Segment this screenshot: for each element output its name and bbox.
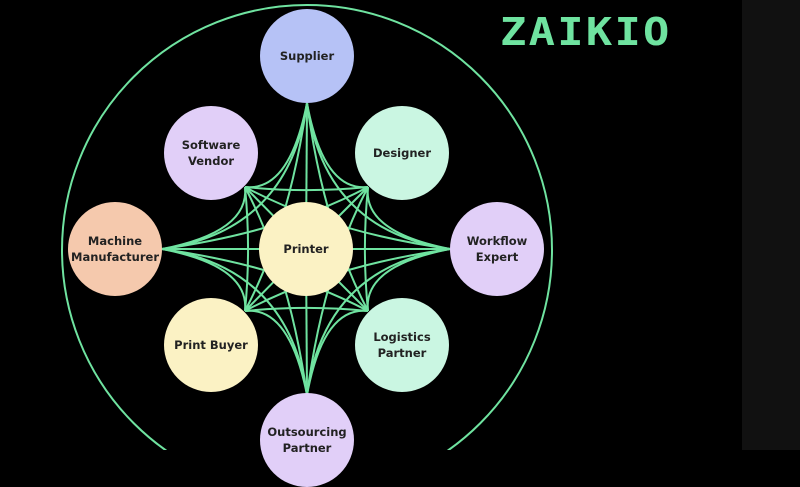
node-label: Software Vendor — [181, 138, 241, 168]
node-label: Workflow Expert — [466, 234, 528, 264]
connection-curve — [161, 248, 308, 396]
node-outsourcing-partner: Outsourcing Partner — [260, 393, 354, 487]
node-label: Logistics Partner — [373, 330, 431, 360]
connection-curve — [363, 186, 369, 312]
node-workflow-expert: Workflow Expert — [450, 202, 544, 296]
node-designer: Designer — [355, 106, 449, 200]
node-label: Print Buyer — [174, 338, 248, 352]
node-label: Printer — [283, 242, 329, 256]
node-label: Designer — [372, 146, 432, 160]
outer-ring — [61, 4, 553, 450]
connection-curve — [244, 186, 369, 192]
node-logistics-partner: Logistics Partner — [355, 298, 449, 392]
node-label: Supplier — [279, 49, 335, 63]
zaikio-logo: ZAIKIO — [500, 10, 672, 54]
connection-curve — [244, 306, 369, 312]
connection-curve — [161, 102, 308, 250]
node-software-vendor: Software Vendor — [164, 106, 258, 200]
node-printer: Printer — [259, 202, 353, 296]
node-supplier: Supplier — [260, 9, 354, 103]
side-panel — [742, 0, 800, 450]
node-print-buyer: Print Buyer — [164, 298, 258, 392]
node-machine-manufacturer: Machine Manufacturer — [68, 202, 162, 296]
node-label: Machine Manufacturer — [71, 234, 159, 264]
connection-curve — [306, 248, 451, 396]
node-label: Outsourcing Partner — [267, 425, 347, 455]
connection-curve — [306, 102, 451, 250]
connection-curve — [244, 186, 250, 312]
